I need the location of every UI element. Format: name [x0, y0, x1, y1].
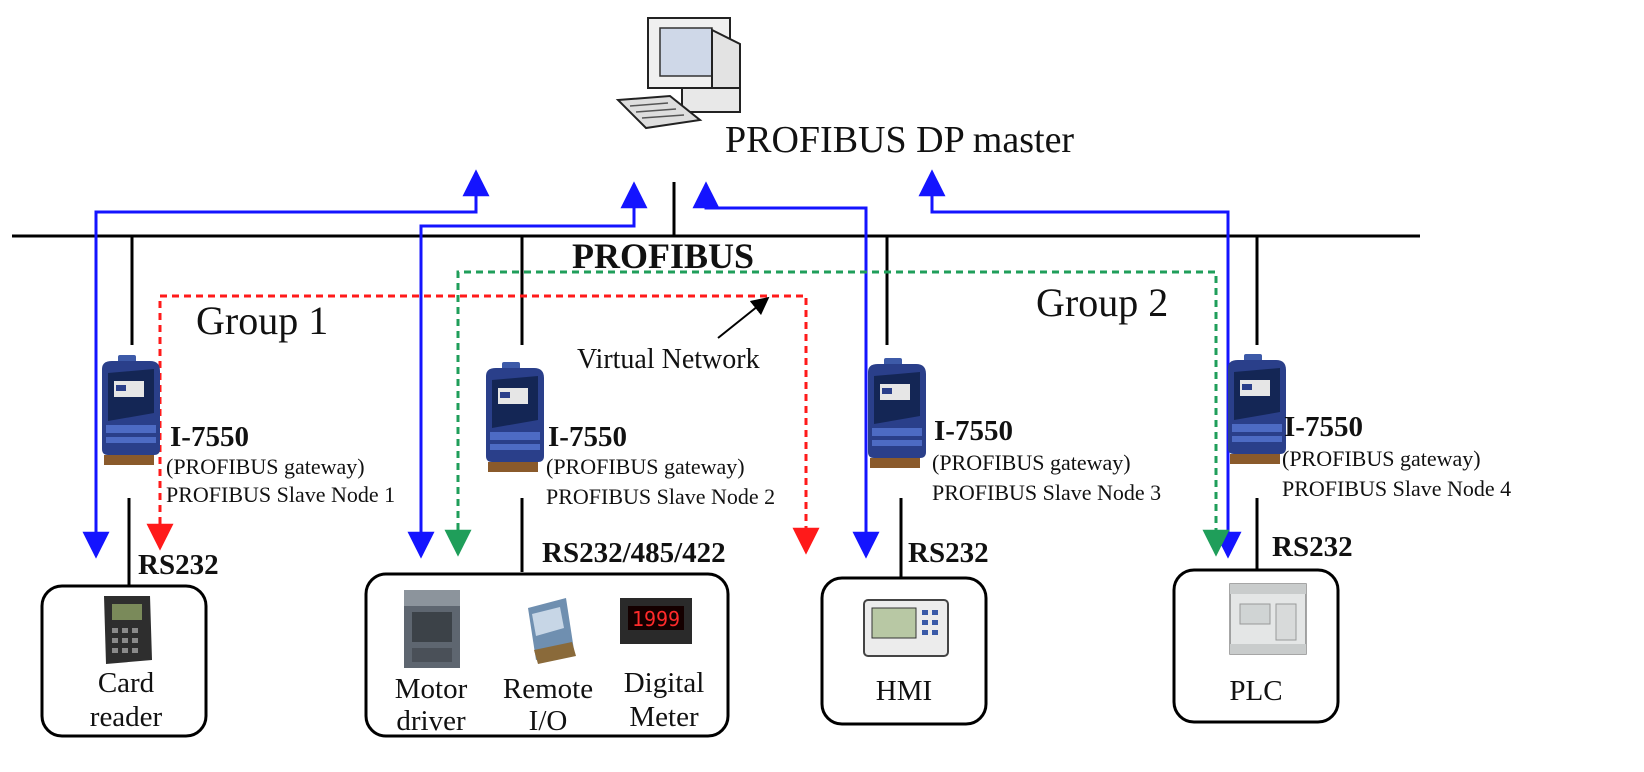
- hmi-label: HMI: [876, 675, 932, 707]
- virtual-network-pointer: [717, 296, 770, 339]
- master-link-node-2: [407, 181, 648, 559]
- card-reader-label-line1: Card: [98, 667, 155, 699]
- group-1-label: Group 1: [196, 298, 328, 343]
- master-label: PROFIBUS DP master: [725, 119, 1074, 161]
- remote-io-label-line1: Remote: [503, 673, 593, 705]
- gateway-1-type: (PROFIBUS gateway): [166, 454, 365, 479]
- gateway-4-labels: I-7550 (PROFIBUS gateway) PROFIBUS Slave…: [1272, 411, 1511, 563]
- motor-driver-label-line1: Motor: [395, 673, 468, 705]
- motor-driver-label-line2: driver: [396, 705, 466, 737]
- gateway-1-labels: I-7550 (PROFIBUS gateway) PROFIBUS Slave…: [138, 421, 395, 581]
- gateway-2-model: I-7550: [548, 421, 627, 453]
- digital-meter-label-line1: Digital: [624, 667, 705, 699]
- gateway-2-labels: I-7550 (PROFIBUS gateway) PROFIBUS Slave…: [542, 421, 775, 569]
- plc-icon: [1229, 583, 1307, 655]
- gateway-3-model: I-7550: [934, 415, 1013, 447]
- group-1-virtual-link: [146, 294, 820, 555]
- gateway-3-labels: I-7550 (PROFIBUS gateway) PROFIBUS Slave…: [908, 415, 1161, 569]
- digital-meter-label-line2: Meter: [629, 701, 699, 733]
- remote-io-label-line2: I/O: [529, 705, 568, 737]
- card-reader-icon: [104, 596, 152, 664]
- digital-meter-display: 1999: [632, 607, 680, 631]
- gateway-3-interface: RS232: [908, 537, 989, 569]
- remote-io-icon: [528, 598, 576, 664]
- gateway-4-type: (PROFIBUS gateway): [1282, 446, 1481, 471]
- group-2-virtual-link: [444, 270, 1230, 557]
- card-reader-label-line2: reader: [90, 701, 163, 733]
- plc-label: PLC: [1229, 675, 1282, 707]
- motor-driver-icon: [404, 590, 460, 668]
- gateway-2-interface: RS232/485/422: [542, 537, 726, 569]
- gateway-3-icon: [868, 358, 926, 468]
- gateway-2-icon: [486, 362, 544, 472]
- gateway-1-node: PROFIBUS Slave Node 1: [166, 482, 395, 507]
- gateway-4-interface: RS232: [1272, 531, 1353, 563]
- gateway-2-type: (PROFIBUS gateway): [546, 454, 745, 479]
- group-2-label: Group 2: [1036, 280, 1168, 325]
- gateway-1-icon: [102, 355, 160, 465]
- bus-label: PROFIBUS: [572, 236, 754, 276]
- gateway-2-node: PROFIBUS Slave Node 2: [546, 484, 775, 509]
- virtual-network-label: Virtual Network: [577, 344, 760, 375]
- gateway-4-node: PROFIBUS Slave Node 4: [1282, 476, 1511, 501]
- digital-meter-icon: 1999: [620, 598, 692, 644]
- gateway-4-icon: [1228, 354, 1286, 464]
- gateway-1-interface: RS232: [138, 549, 219, 581]
- master-link-node-3: [692, 181, 880, 559]
- hmi-icon: [863, 599, 949, 657]
- gateway-3-node: PROFIBUS Slave Node 3: [932, 480, 1161, 505]
- gateway-4-model: I-7550: [1284, 411, 1363, 443]
- computer-icon: [615, 17, 741, 130]
- gateway-3-type: (PROFIBUS gateway): [932, 450, 1131, 475]
- gateway-1-model: I-7550: [170, 421, 249, 453]
